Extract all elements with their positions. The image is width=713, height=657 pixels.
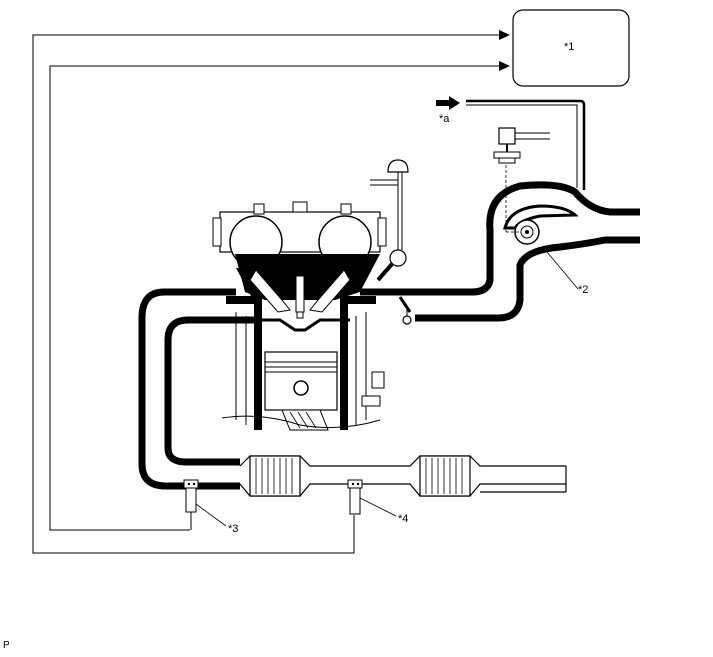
label-sensor-intake: *2 [578,284,589,296]
label-ecm: *1 [564,41,575,53]
engine-block [221,296,385,431]
signal-wire-front-sensor [49,61,510,531]
label-sensor-rear: *4 [398,513,409,525]
catalytic-converter-2 [419,455,471,497]
corner-mark: P [3,640,10,651]
arrow-right-icon [436,96,460,110]
throttle-valve [398,296,412,325]
catalytic-converter-1 [249,455,301,497]
ecm-box [512,9,630,87]
leader-line-2 [546,251,579,290]
oxygen-sensor-front [183,479,199,530]
cylinder-head [212,201,387,319]
label-sensor-front: *3 [228,523,239,535]
pcv-valve [370,159,409,282]
leader-line-3 [195,503,227,527]
leader-line-4 [359,497,397,517]
oxygen-sensor-rear [347,479,363,515]
air-flow-meter [493,127,550,245]
label-air: *a [439,113,450,125]
exhaust-manifold [138,288,256,490]
signal-wire-rear-sensor [32,30,510,554]
air-inlet-line [466,99,586,190]
